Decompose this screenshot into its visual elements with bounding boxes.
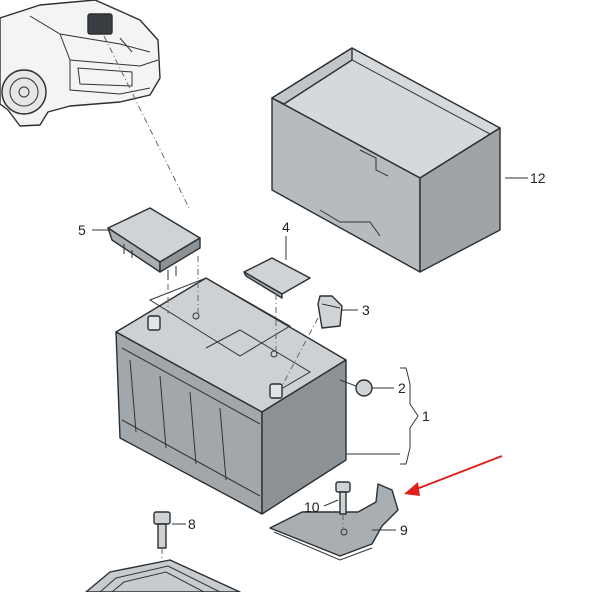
bolt-8 [153, 511, 171, 592]
plate-4 [243, 257, 311, 299]
bracket-1 [400, 367, 419, 465]
cover-5 [107, 207, 201, 280]
callout-2: 2 [398, 380, 406, 396]
callout-3: 3 [362, 302, 370, 318]
bracket-9 [269, 483, 399, 561]
red-arrow-icon [404, 455, 503, 496]
callout-8: 8 [188, 516, 196, 532]
bolt-2 [339, 379, 373, 397]
battery [115, 277, 347, 515]
callout-10: 10 [304, 499, 320, 515]
battery-box-12 [271, 47, 501, 273]
callout-12: 12 [530, 170, 546, 186]
callout-5: 5 [78, 222, 86, 238]
leader-10 [323, 499, 339, 507]
callout-4: 4 [282, 219, 290, 235]
terminal-cap-3 [317, 295, 343, 329]
car-icon [0, 0, 161, 127]
callout-9: 9 [400, 522, 408, 538]
callout-1: 1 [422, 408, 430, 424]
bolt-10 [335, 481, 351, 530]
battery-tray [85, 559, 241, 592]
